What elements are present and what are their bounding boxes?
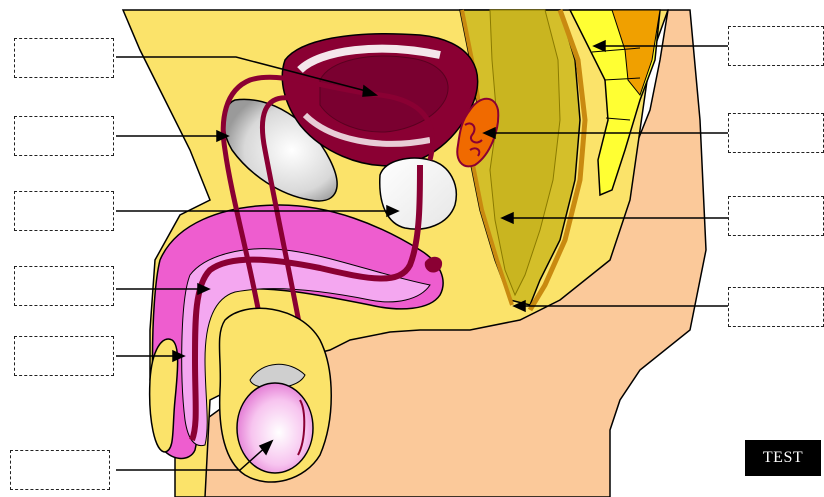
label-box-7[interactable] [728, 26, 824, 66]
label-box-4[interactable] [14, 266, 114, 306]
label-box-8[interactable] [728, 113, 824, 153]
label-box-10[interactable] [728, 287, 824, 327]
label-box-3[interactable] [14, 191, 114, 231]
label-box-5[interactable] [14, 336, 114, 376]
testis [237, 383, 313, 473]
label-box-6[interactable] [10, 450, 110, 490]
test-button[interactable]: TEST [745, 440, 821, 476]
label-box-9[interactable] [728, 196, 824, 236]
label-box-2[interactable] [14, 116, 114, 156]
label-box-1[interactable] [14, 38, 114, 78]
